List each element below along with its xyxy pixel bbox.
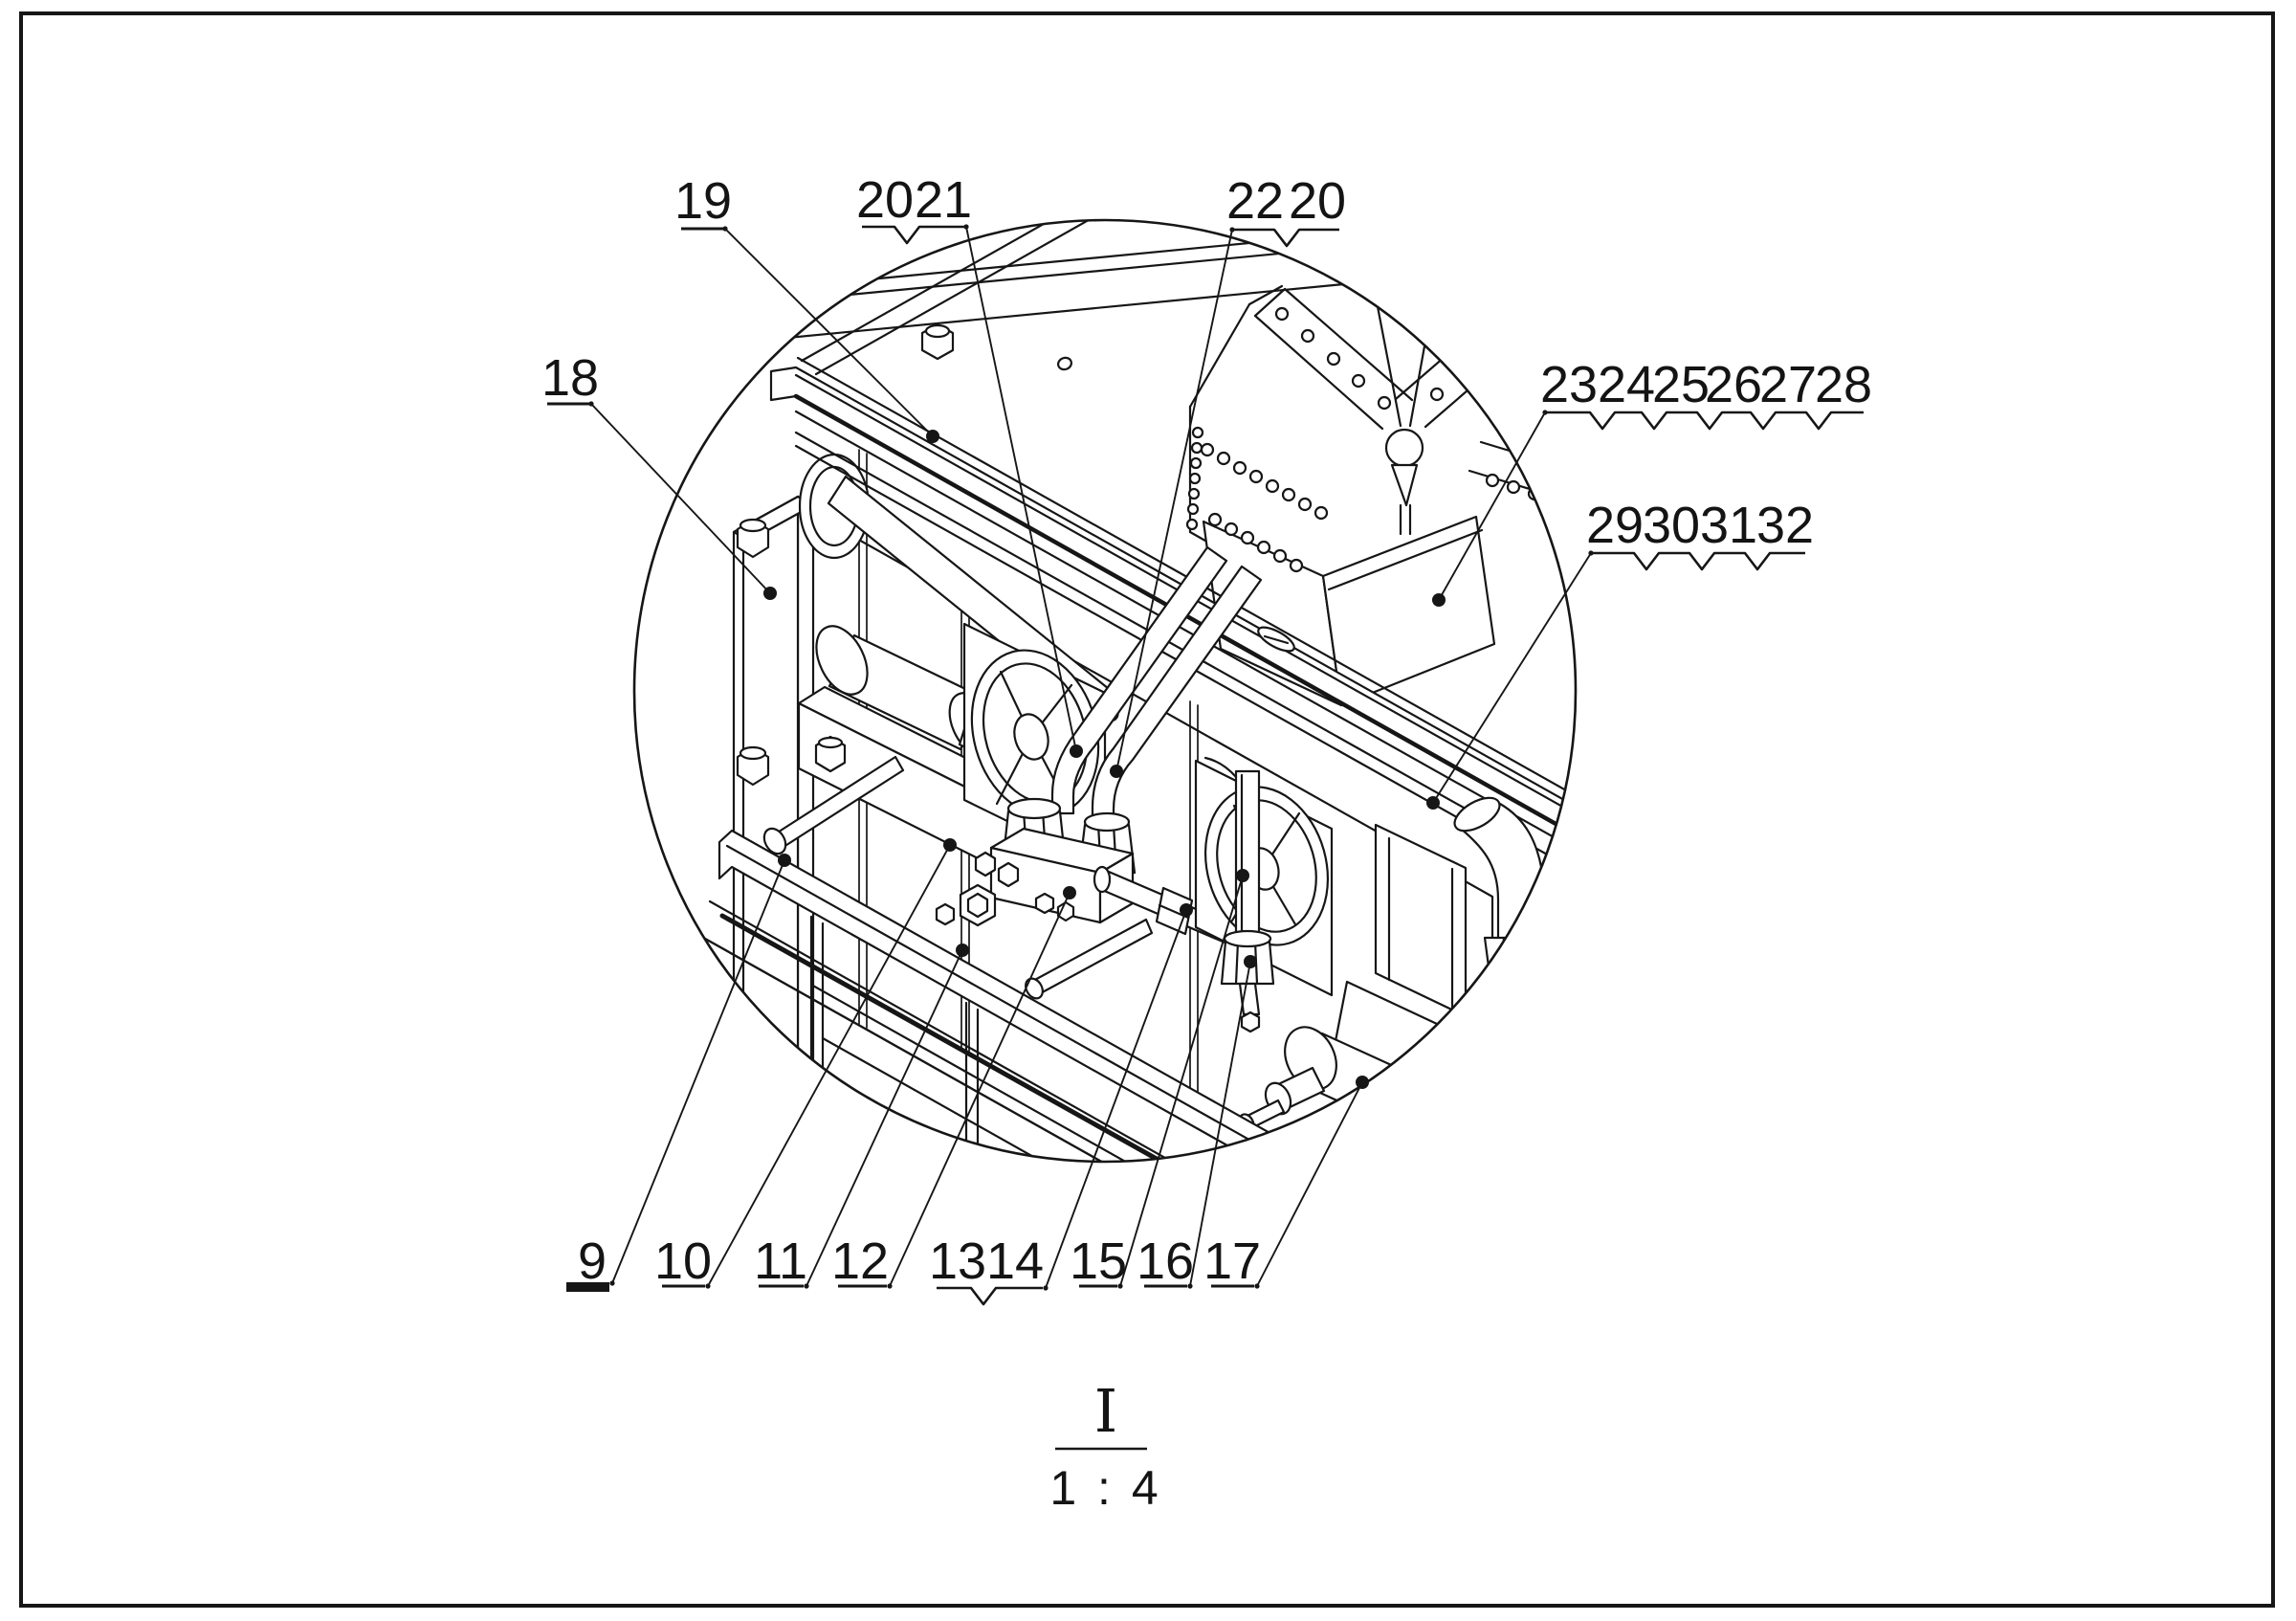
callout-9-number: 9 [578,1232,607,1290]
leader-dot [1070,744,1083,758]
leader-start-tick [1542,410,1548,415]
callout-29-32-number: 29 [1586,497,1644,554]
leader-line [611,859,785,1284]
callout-15: 15 [1070,869,1249,1290]
leader-dot [926,430,939,443]
callout-22-20-number: 20 [1289,172,1346,230]
leader-start-tick [1229,227,1235,233]
leader-start-tick [963,224,969,230]
detail-view-label: I [1094,1376,1118,1446]
leader-line [590,403,771,594]
leader-dot [778,854,791,867]
leader-start-tick [1187,1283,1193,1289]
callout-10: 10 [654,838,957,1290]
callout-bracket [937,1286,1043,1306]
leader-start-tick [722,226,728,232]
leader-dot [1063,886,1076,899]
leader-dot [1426,796,1440,810]
callout-23-28-number: 27 [1759,356,1817,413]
leader-line [1115,229,1233,772]
callout-23-28-number: 25 [1652,356,1710,413]
callout-bracket [1591,551,1805,571]
callout-bracket [862,225,966,245]
callout-18: 18 [541,349,777,600]
leader-dot [1236,869,1249,882]
leader-start-tick [609,1280,615,1286]
leader-line [1119,875,1244,1287]
leader-start-tick [887,1283,893,1289]
leader-start-tick [1043,1285,1049,1291]
leader-start-tick [588,401,594,407]
callout-bracket [1545,411,1864,431]
leader-line [707,844,951,1287]
callout-19: 19 [674,172,939,443]
leader-dot [763,587,777,600]
callout-15-number: 15 [1070,1232,1127,1290]
callout-13-14-number: 13 [929,1232,986,1290]
callout-22-20-number: 22 [1226,172,1284,230]
scale-ratio: 1 : 4 [1049,1461,1161,1515]
callout-29-32-number: 30 [1643,497,1700,554]
callout-18-number: 18 [541,349,599,407]
callout-16: 16 [1137,955,1257,1290]
callout-12: 12 [831,886,1076,1290]
leader-start-tick [1588,550,1594,556]
callout-11-number: 11 [754,1232,807,1290]
callout-bracket [1232,228,1339,248]
sheet-border [19,11,2275,1608]
leader-line [806,949,963,1287]
leader-line [889,892,1071,1287]
callout-20-21-number: 21 [915,171,972,229]
machinery-art [668,220,1576,1162]
leader-dot [1244,955,1257,968]
callout-23-28-number: 24 [1598,356,1655,413]
leader-line [1256,1081,1363,1287]
callout-29-32-number: 31 [1700,497,1757,554]
leader-start-tick [1117,1283,1123,1289]
detail-circle [632,218,1578,1164]
callout-underline-thick [566,1282,609,1292]
leader-dot [956,944,969,957]
leader-dot [1356,1076,1369,1089]
callout-19-number: 19 [674,172,732,230]
leader-line [1438,411,1546,601]
callout-29-32-number: 32 [1756,497,1814,554]
leader-start-tick [1254,1283,1260,1289]
callout-10-number: 10 [654,1232,712,1290]
callout-16-number: 16 [1137,1232,1194,1290]
callout-17: 17 [1203,1076,1369,1290]
callout-23-28-number: 28 [1815,356,1872,413]
callout-13-14-number: 14 [986,1232,1044,1290]
leader-start-tick [705,1283,711,1289]
leader-line [1189,961,1251,1287]
callout-20-21-number: 20 [856,171,914,229]
leader-dot [1180,903,1193,917]
callout-17-number: 17 [1203,1232,1261,1290]
leader-line [1432,552,1592,804]
callout-11: 11 [754,944,969,1290]
callout-23-28-number: 23 [1540,356,1598,413]
callout-9: 9 [566,854,791,1292]
callout-23-28-number: 26 [1705,356,1762,413]
leader-dot [1110,765,1123,778]
leader-dot [1432,593,1446,607]
callout-12-number: 12 [831,1232,889,1290]
leader-line [724,228,934,437]
leader-start-tick [804,1283,809,1289]
leader-dot [943,838,957,852]
scale-block: I 1 : 4 [1049,1376,1161,1515]
leader-line [1045,909,1187,1289]
leader-line [965,226,1077,752]
